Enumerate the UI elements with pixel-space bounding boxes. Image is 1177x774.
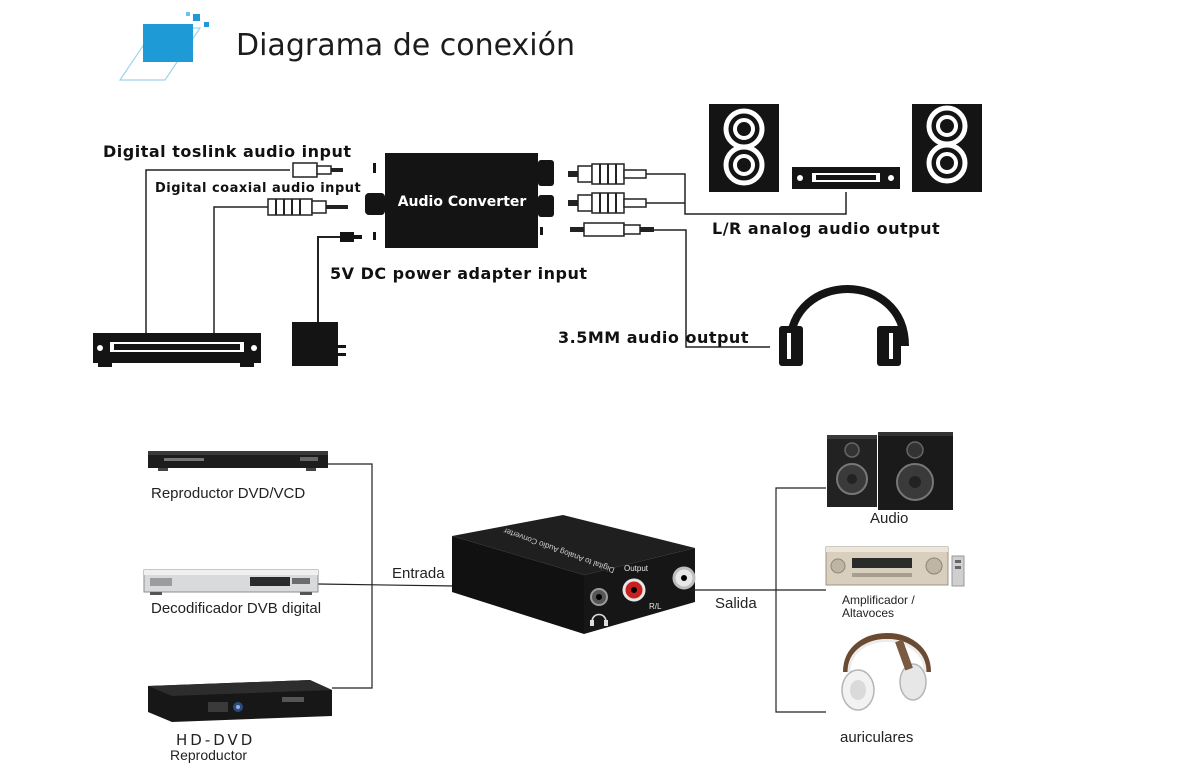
converter-label: Audio Converter xyxy=(398,194,527,210)
rca-plug-icon-2 xyxy=(568,192,647,214)
converter-device-icon: Digital to Analog Audio Converter Output… xyxy=(452,515,696,634)
headphones-white-icon xyxy=(841,633,931,711)
source-label-hd-dvd: HD-DVD xyxy=(176,731,256,749)
dest-label-speakers: Altavoces xyxy=(842,606,895,620)
dest-label-audio: Audio xyxy=(870,510,909,527)
power-label: 5V DC power adapter input xyxy=(330,264,588,283)
av-receiver-icon xyxy=(825,546,965,587)
speaker-left-icon xyxy=(709,104,779,192)
dvd-vcd-player-icon xyxy=(148,451,328,471)
hd-dvd-player-icon xyxy=(148,680,332,722)
headphones-icon xyxy=(779,285,909,366)
page-title: Diagrama de conexión xyxy=(236,28,576,63)
bookshelf-speakers-icon xyxy=(827,432,953,510)
toslink-plug-icon xyxy=(292,162,343,178)
jack-plug-icon xyxy=(570,222,654,237)
input-label: Entrada xyxy=(392,565,445,582)
output-label: Salida xyxy=(715,595,757,612)
coaxial-plug-icon xyxy=(267,198,348,216)
device-output-label: Output xyxy=(624,564,649,573)
dvb-decoder-icon xyxy=(143,569,319,595)
source-label-dvd-vcd: Reproductor DVD/VCD xyxy=(151,485,306,502)
rca-plug-icon-1 xyxy=(568,163,647,185)
logo-icon xyxy=(118,12,209,81)
toslink-label: Digital toslink audio input xyxy=(103,142,352,161)
dest-label-headphones: auriculares xyxy=(840,729,914,746)
source-sublabel-hd-dvd: Reproductor xyxy=(170,747,248,763)
dvd-player-icon xyxy=(93,333,261,367)
source-label-dvb: Decodificador DVB digital xyxy=(151,600,322,617)
dest-label-amplifier: Amplificador / xyxy=(842,593,915,607)
analog-output-label: L/R analog audio output xyxy=(712,219,941,238)
audio-converter-box xyxy=(365,153,554,248)
amplifier-icon xyxy=(792,167,900,189)
coaxial-label: Digital coaxial audio input xyxy=(155,181,362,196)
jack-output-label: 3.5MM audio output xyxy=(558,328,749,347)
speaker-right-icon xyxy=(912,104,982,192)
device-rl-label: R/L xyxy=(649,602,662,611)
power-adapter-icon xyxy=(292,232,362,366)
